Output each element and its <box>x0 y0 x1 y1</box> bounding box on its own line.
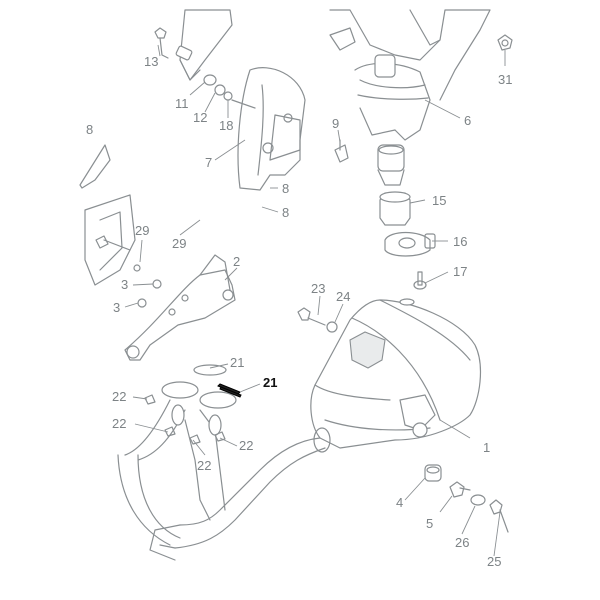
callout-21-upper: 21 <box>230 355 244 370</box>
callout-13: 13 <box>144 54 158 69</box>
hardware-top-left <box>154 27 513 109</box>
callout-8-mid: 8 <box>282 181 289 196</box>
callout-2: 2 <box>233 254 240 269</box>
callout-7: 7 <box>205 155 212 170</box>
bolt-17 <box>413 271 427 290</box>
callout-9: 9 <box>332 116 339 131</box>
callout-21-highlighted: 21 <box>263 375 277 390</box>
footrest-bracket-8 <box>79 144 136 286</box>
callout-6: 6 <box>464 113 471 128</box>
callout-31: 31 <box>498 72 512 87</box>
callout-22-c: 22 <box>197 458 211 473</box>
leader-lines <box>124 44 506 557</box>
bracket-9 <box>334 139 349 163</box>
exhaust-header-pipes <box>117 364 331 561</box>
callout-3-lower: 3 <box>113 300 120 315</box>
callout-24: 24 <box>336 289 350 304</box>
callout-16: 16 <box>453 234 467 249</box>
footrest-bracket-2 <box>124 254 236 361</box>
callout-8-top: 8 <box>86 122 93 137</box>
callout-18: 18 <box>219 118 233 133</box>
lower-right-hardware <box>424 464 509 533</box>
callout-4: 4 <box>396 495 403 510</box>
callout-11: 11 <box>175 96 189 111</box>
callout-23: 23 <box>311 281 325 296</box>
bolts-3 <box>95 235 162 308</box>
callout-17: 17 <box>453 264 467 279</box>
rear-frame-upper <box>179 9 491 101</box>
side-heat-shield-bracket <box>237 67 306 191</box>
callout-3-upper: 3 <box>121 277 128 292</box>
callout-5: 5 <box>426 516 433 531</box>
bolts-22 <box>144 394 226 445</box>
callout-26: 26 <box>455 535 469 550</box>
callout-25: 25 <box>487 554 501 569</box>
clamp-16 <box>384 231 436 257</box>
rubber-damper-15 <box>379 191 411 226</box>
callout-22-b: 22 <box>112 416 126 431</box>
callout-29-upper: 29 <box>135 223 149 238</box>
callout-15: 15 <box>432 193 446 208</box>
grommet-top <box>377 144 405 186</box>
callout-22-a: 22 <box>112 389 126 404</box>
muffler-1 <box>310 298 481 449</box>
callout-8-low: 8 <box>282 205 289 220</box>
rear-tail-cover <box>329 27 431 141</box>
callout-12: 12 <box>193 110 207 125</box>
bolt-23-washer-24 <box>297 307 338 333</box>
callout-1: 1 <box>483 440 490 455</box>
gasket-21-highlighted <box>217 383 242 398</box>
callout-labels: 13 11 12 18 7 8 8 8 9 6 31 15 16 17 29 2… <box>86 54 512 569</box>
callout-22-d: 22 <box>239 438 253 453</box>
callout-29-lower: 29 <box>172 236 186 251</box>
